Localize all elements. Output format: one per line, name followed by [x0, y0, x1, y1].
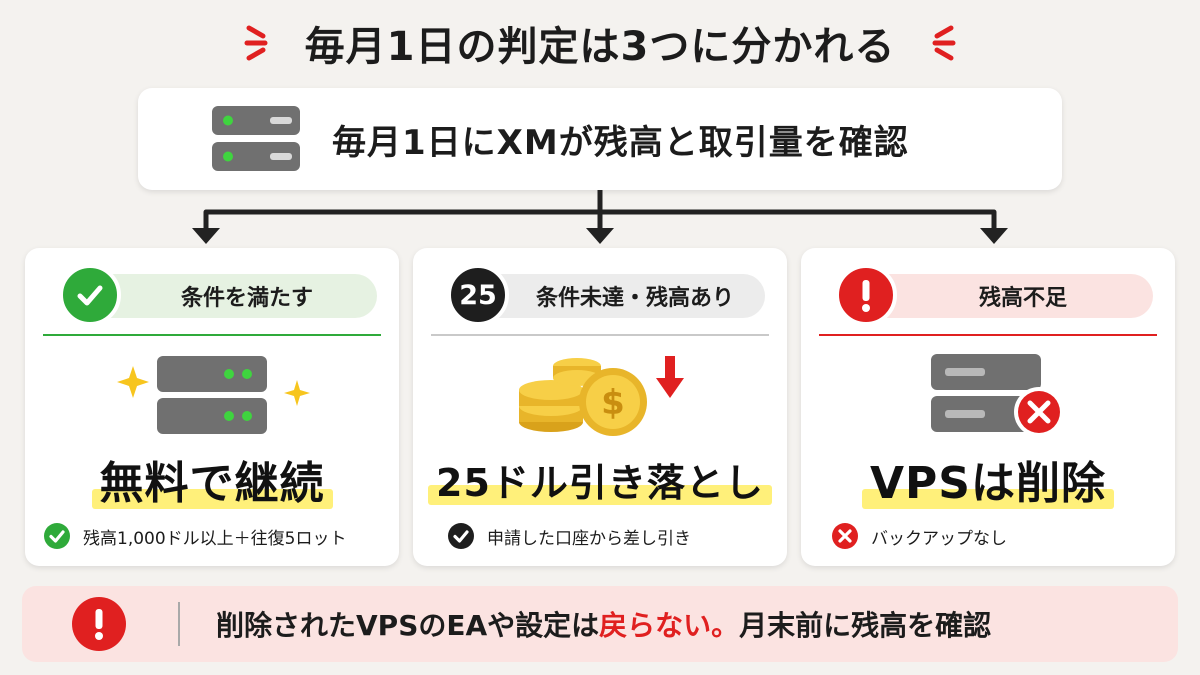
- highlight-marker: [862, 489, 1114, 509]
- title-row: 毎月1日の判定は3つに分かれる: [0, 8, 1200, 78]
- card-divider: [43, 334, 381, 336]
- burst-left-icon: [244, 25, 268, 61]
- card-header-pill: 残高不足: [863, 274, 1153, 318]
- card-header: 条件未達・残高あり 25: [447, 264, 767, 326]
- card-result-label: VPSは削除: [870, 458, 1106, 509]
- flow-connectors: [192, 190, 1008, 244]
- card-note: バックアップなし: [831, 518, 1007, 554]
- card-header: 条件を満たす: [59, 264, 379, 326]
- card-result-label: 25ドル引き落とし: [436, 460, 764, 505]
- card-condition-met: 条件を満たす 無料で継続 残高1,000ドル以上＋往復5ロット: [25, 248, 399, 566]
- card-header-label: 残高不足: [978, 286, 1067, 311]
- server-icon: [212, 106, 300, 171]
- coins-down-icon: $: [519, 356, 684, 436]
- svg-text:$: $: [601, 383, 625, 423]
- card-header-label: 条件未達・残高あり: [535, 286, 734, 311]
- card-header-label: 条件を満たす: [180, 286, 313, 311]
- highlight-marker: [91, 489, 333, 509]
- card-note-text: 申請した口座から差し引き: [487, 528, 691, 549]
- card-condition-unmet: 条件未達・残高あり 25 $ 25ドル引き落とし 申請した口座から差し引き: [413, 248, 787, 566]
- burst-right-icon: [932, 25, 956, 61]
- banner-separator: [178, 602, 180, 646]
- card-result: VPSは削除: [801, 444, 1175, 514]
- warning-banner: 削除されたVPSのEAや設定は戻らない。月末前に残高を確認: [22, 586, 1178, 662]
- card-divider: [431, 334, 769, 336]
- check-circle-icon: [448, 523, 474, 549]
- card-result-label: 無料で継続: [99, 458, 325, 509]
- banner-text-emphasis: 戻らない。: [599, 609, 740, 642]
- card-header-pill: 条件未達・残高あり: [475, 274, 765, 318]
- highlight-marker: [428, 484, 772, 505]
- server-delete-icon: [931, 354, 1064, 437]
- fee-badge-number: 25: [459, 279, 497, 311]
- exclamation-circle-icon: [72, 597, 126, 651]
- banner-text-after: 月末前に残高を確認: [739, 609, 992, 642]
- card-result: 無料で継続: [25, 444, 399, 514]
- top-box: 毎月1日にXMが残高と取引量を確認: [138, 88, 1062, 190]
- banner-text-before: 削除されたVPSのEAや設定は: [216, 609, 600, 642]
- card-note: 残高1,000ドル以上＋往復5ロット: [43, 518, 346, 554]
- banner-text: 削除されたVPSのEAや設定は戻らない。月末前に残高を確認: [216, 604, 991, 644]
- page-title: 毎月1日の判定は3つに分かれる: [304, 24, 896, 70]
- x-circle-icon: [832, 523, 858, 549]
- card-header-pill: 条件を満たす: [87, 274, 377, 318]
- exclamation-circle-icon: [835, 264, 897, 326]
- top-box-text: 毎月1日にXMが残高と取引量を確認: [332, 122, 909, 163]
- card-result: 25ドル引き落とし: [413, 444, 787, 514]
- check-circle-icon: [59, 264, 121, 326]
- card-divider: [819, 334, 1157, 336]
- card-note-text: 残高1,000ドル以上＋往復5ロット: [83, 528, 347, 549]
- check-circle-icon: [44, 523, 70, 549]
- server-sparkle-icon: [117, 356, 310, 434]
- card-header: 残高不足: [835, 264, 1155, 326]
- card-insufficient-balance: 残高不足 VPSは削除 バックアップなし: [801, 248, 1175, 566]
- card-note-text: バックアップなし: [871, 528, 1007, 549]
- fee-badge: 25: [447, 264, 509, 326]
- card-note: 申請した口座から差し引き: [447, 518, 691, 554]
